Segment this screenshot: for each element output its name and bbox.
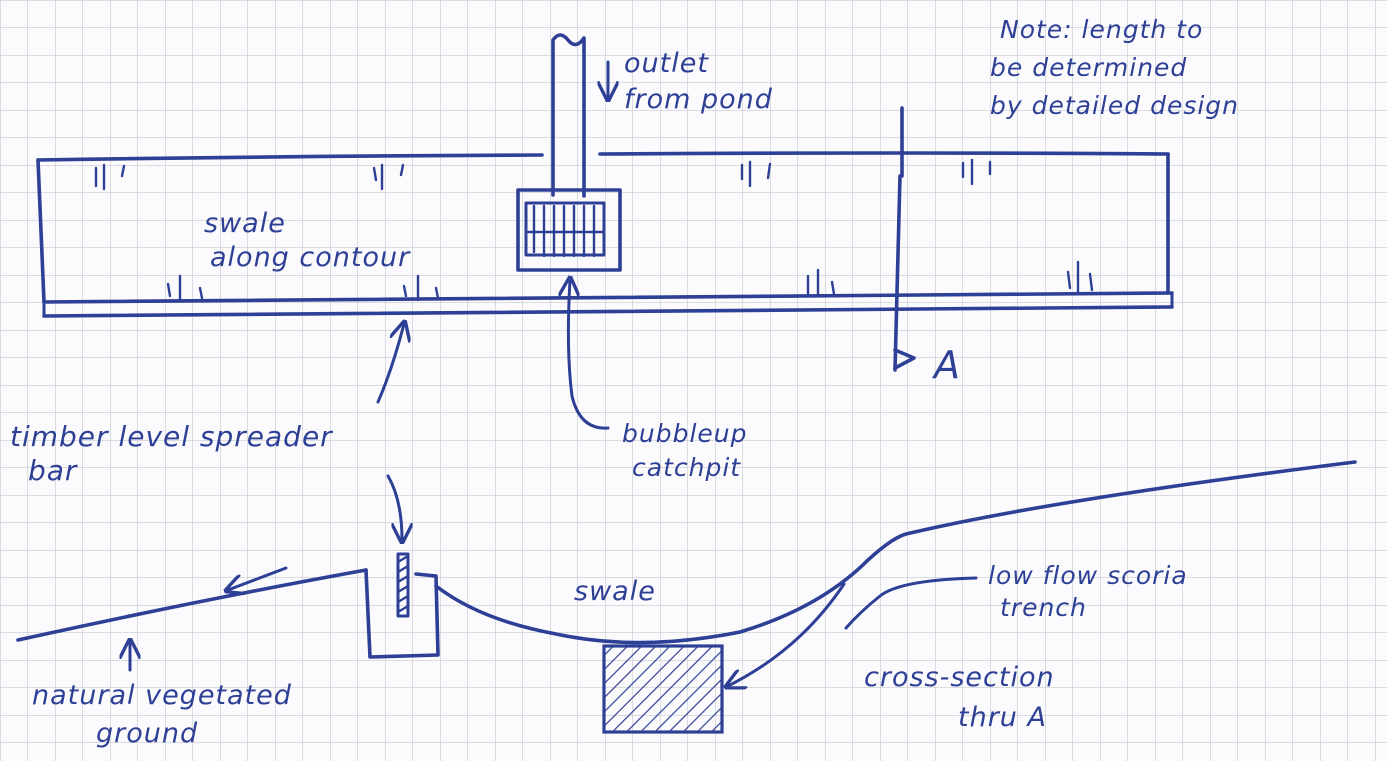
ground-label: natural vegetated ground bbox=[32, 680, 302, 749]
outlet-label-line-2: from pond bbox=[624, 84, 773, 115]
cross-section-label: cross-section thru A bbox=[864, 662, 1064, 733]
spreader-arrow-plan bbox=[376, 324, 404, 404]
cross-section-label-line-2: thru A bbox=[958, 702, 1047, 733]
design-note: Note: length to be determined by detaile… bbox=[990, 15, 1239, 120]
catchpit-label: bubbleup catchpit bbox=[622, 419, 756, 482]
spreader-label-line-1: timber level spreader bbox=[10, 420, 333, 453]
outlet-label-line-1: outlet bbox=[624, 48, 709, 79]
outlet-pipe bbox=[551, 33, 608, 198]
ground-label-line-1: natural vegetated bbox=[32, 680, 292, 711]
catchpit-arrow bbox=[568, 280, 610, 430]
scoria-label-line-1: low flow scoria bbox=[988, 561, 1188, 590]
scoria-label: low flow scoria trench bbox=[988, 561, 1197, 622]
section-line-a bbox=[893, 106, 916, 372]
cross-section-label-line-1: cross-section bbox=[864, 662, 1055, 693]
ground-label-line-2: ground bbox=[96, 718, 198, 749]
catchpit-label-line-1: bubbleup bbox=[622, 419, 748, 448]
swale-plan-label-line-2: along contour bbox=[210, 242, 411, 273]
catchpit-box bbox=[516, 188, 622, 272]
design-note-line-1: Note: length to bbox=[1000, 15, 1203, 44]
swale-section-label: swale bbox=[574, 576, 656, 607]
swale-plan bbox=[36, 151, 1174, 318]
cross-section bbox=[16, 460, 1357, 734]
section-marker-label: A bbox=[931, 343, 961, 387]
design-note-line-3: by detailed design bbox=[990, 91, 1239, 120]
design-note-line-2: be determined bbox=[990, 53, 1187, 82]
spreader-label-line-2: bar bbox=[28, 454, 78, 487]
outlet-label: outlet from pond bbox=[624, 48, 773, 115]
grass-tufts bbox=[94, 158, 1094, 302]
spreader-label: timber level spreader bar bbox=[10, 420, 343, 487]
swale-plan-label: swale along contour bbox=[204, 208, 411, 273]
swale-plan-label-line-1: swale bbox=[204, 208, 286, 239]
scoria-label-line-2: trench bbox=[1000, 593, 1087, 622]
catchpit-label-line-2: catchpit bbox=[632, 453, 741, 482]
